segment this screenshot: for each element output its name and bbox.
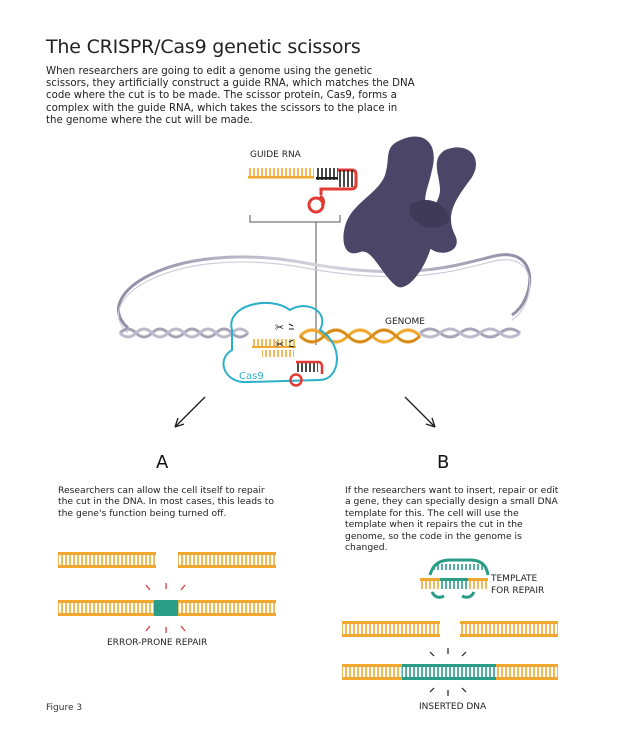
section-a-heading: A xyxy=(156,452,169,473)
repaired-dna-a xyxy=(58,583,276,633)
cas9-complex xyxy=(222,301,338,387)
cut-dna-a xyxy=(58,552,276,568)
svg-text:✂: ✂ xyxy=(275,321,284,334)
guide-rna xyxy=(248,168,358,214)
svg-text:✂: ✂ xyxy=(275,338,284,351)
page-title: The CRISPR/Cas9 genetic scissors xyxy=(46,36,361,58)
template-label-line1: TEMPLATE xyxy=(491,574,538,584)
inserted-dna-label: INSERTED DNA xyxy=(419,702,487,712)
arrow-right-down-icon xyxy=(404,396,436,428)
arrow-left-down-icon xyxy=(174,396,206,428)
template-dna xyxy=(420,558,490,599)
figure-caption: Figure 3 xyxy=(46,703,83,713)
scissors-icon: ✂ xyxy=(275,321,294,334)
edited-dna-b xyxy=(342,648,558,696)
cas9-label: Cas9 xyxy=(239,371,264,382)
guide-rna-label: GUIDE RNA xyxy=(250,150,301,160)
error-prone-repair-label: ERROR-PRONE REPAIR xyxy=(107,638,208,648)
section-a-text: Researchers can allow the cell itself to… xyxy=(58,485,274,519)
genome-helix xyxy=(118,327,521,344)
scissors-icon: ✂ xyxy=(275,338,295,351)
genome-label: GENOME xyxy=(385,317,425,327)
section-b-heading: B xyxy=(437,452,450,473)
intro-paragraph: When researchers are going to edit a gen… xyxy=(46,66,415,126)
cut-dna-b xyxy=(342,621,558,637)
template-label-line2: FOR REPAIR xyxy=(491,586,545,596)
section-b-text: If the researchers want to insert, repai… xyxy=(345,485,559,554)
chromosome xyxy=(343,136,476,288)
